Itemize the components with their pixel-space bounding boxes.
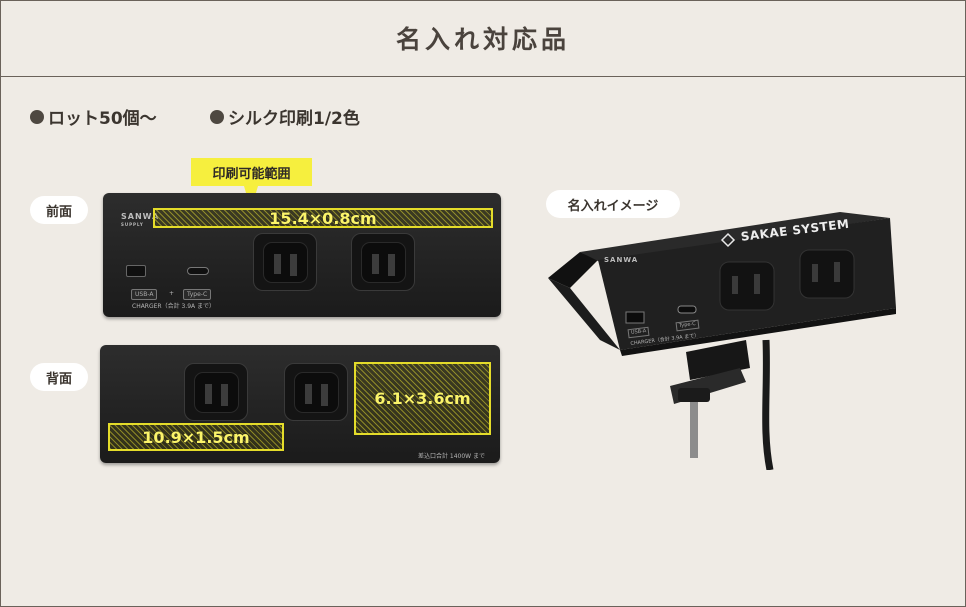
bullet-lot-text: ロット50個〜 xyxy=(48,109,157,129)
bullet-lot: ロット50個〜 xyxy=(30,104,157,129)
title-bar: 名入れ対応品 xyxy=(0,0,966,77)
print-area-back-right: 6.1×3.6cm xyxy=(354,362,491,435)
outlet-icon xyxy=(351,233,415,291)
print-area-front: 15.4×0.8cm xyxy=(153,208,493,228)
usb-a-label: USB-A xyxy=(131,289,158,300)
outlet-icon xyxy=(184,363,248,421)
rating-label: 差込口合計 1400W まで xyxy=(418,453,486,460)
product-photo: SANWA SAKAE SYSTEM USB-A Type-C CHARGER（… xyxy=(540,190,960,471)
bullet-print-text: シルク印刷1/2色 xyxy=(228,109,360,129)
print-area-back-right-size: 6.1×3.6cm xyxy=(374,389,471,408)
label-image: 名入れイメージ xyxy=(546,190,680,218)
plus-sign: + xyxy=(169,290,175,297)
label-front: 前面 xyxy=(30,196,88,224)
outlet-icon xyxy=(253,233,317,291)
bullet-dot-icon xyxy=(210,109,224,124)
product-photo-svg xyxy=(548,212,896,471)
print-area-front-size: 15.4×0.8cm xyxy=(269,208,377,228)
bullet-dot-icon xyxy=(30,109,44,124)
print-area-back-bottom-size: 10.9×1.5cm xyxy=(142,427,250,447)
outlet-icon xyxy=(284,363,348,421)
bullet-print: シルク印刷1/2色 xyxy=(210,104,360,129)
printable-area-callout: 印刷可能範囲 xyxy=(191,158,312,186)
print-area-back-bottom: 10.9×1.5cm xyxy=(108,423,284,451)
page-title: 名入れ対応品 xyxy=(395,25,570,54)
charger-label: CHARGER（合計 3.9A まで） xyxy=(132,303,216,310)
usb-a-port-icon xyxy=(126,265,146,277)
type-c-label: Type-C xyxy=(183,289,212,300)
usb-c-port-icon xyxy=(187,267,209,275)
device-back: 6.1×3.6cm 10.9×1.5cm 差込口合計 1400W まで xyxy=(100,345,500,463)
label-back: 背面 xyxy=(30,363,88,391)
photo-brand: SANWA xyxy=(604,256,639,264)
